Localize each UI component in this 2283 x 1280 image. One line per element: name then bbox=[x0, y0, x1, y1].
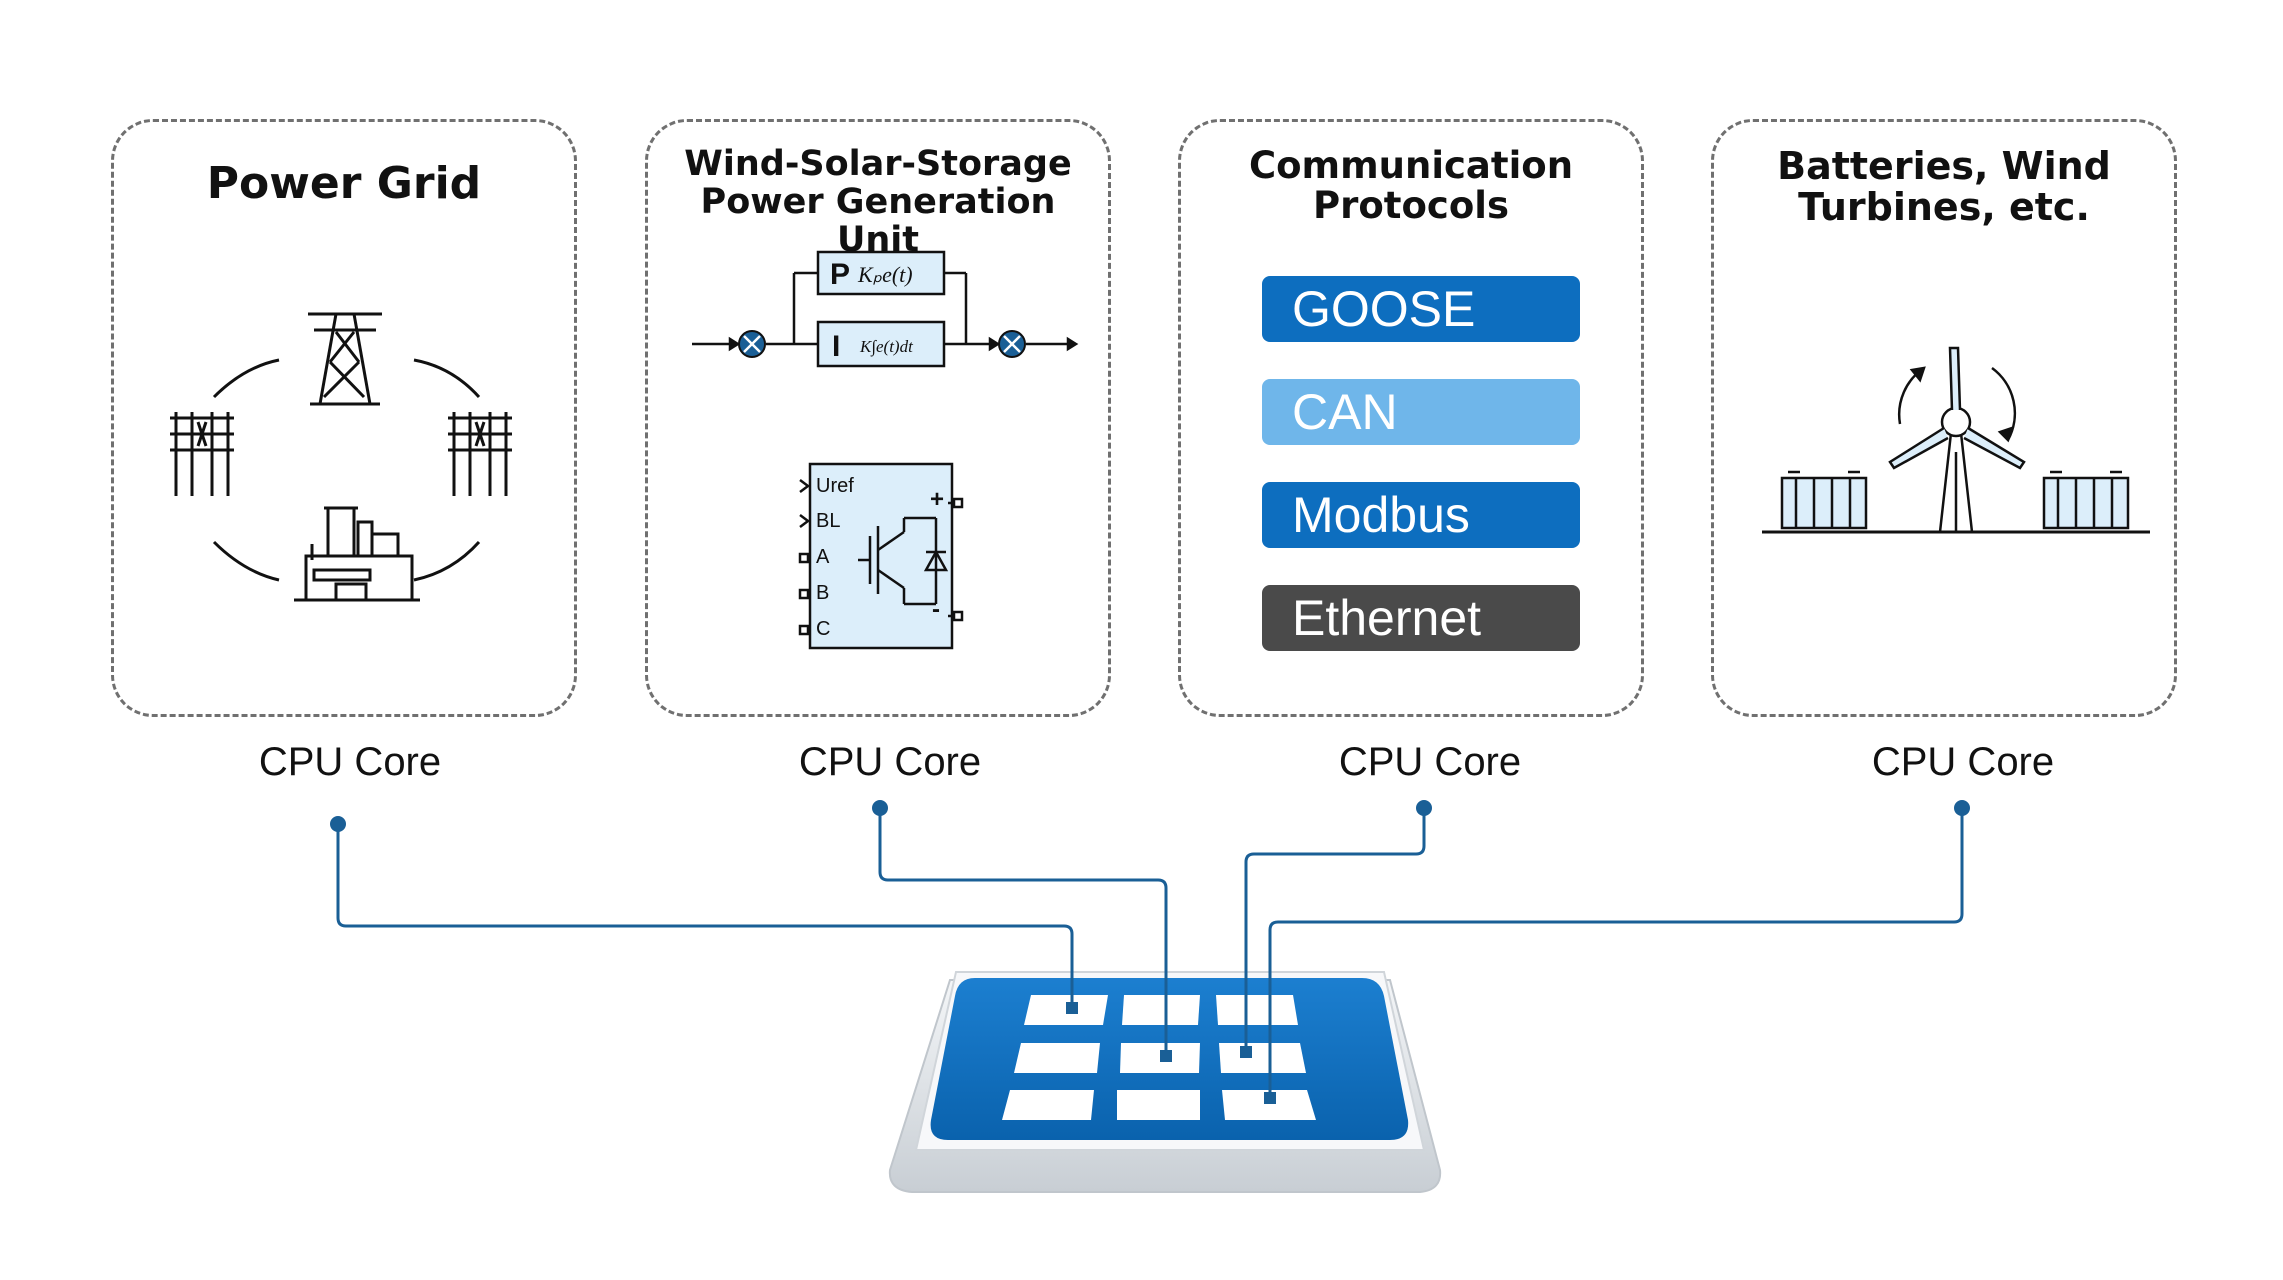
protocol-ethernet: Ethernet bbox=[1262, 585, 1580, 651]
cpu-core-label-4: CPU Core bbox=[1871, 740, 2055, 784]
p-block-expr: Kₚe(t) bbox=[857, 262, 913, 287]
wind-turbine-icon bbox=[1888, 346, 2026, 534]
igbt-transistor-icon bbox=[858, 516, 949, 606]
transmission-tower-icon bbox=[308, 312, 382, 406]
cpu-core-label-2: CPU Core bbox=[798, 740, 982, 784]
p-block bbox=[816, 250, 946, 296]
panel-generation-unit: Wind-Solar-Storage Power Generation Unit bbox=[645, 119, 1111, 717]
power-grid-diagram bbox=[170, 312, 512, 602]
panel-title-batteries-turbines: Batteries, Wind Turbines, etc. bbox=[1777, 144, 2111, 230]
i-block-label: I bbox=[832, 330, 840, 363]
port-uref: Uref bbox=[816, 475, 854, 497]
wire-1-start-dot bbox=[330, 816, 346, 832]
cpu-core-label-3: CPU Core bbox=[1338, 740, 1522, 784]
panel-title-power-grid: Power Grid bbox=[206, 158, 482, 209]
wind-battery-scene bbox=[1762, 346, 2150, 534]
panel-title-protocols: Communication Protocols bbox=[1248, 144, 1574, 227]
grid-loop-arcs bbox=[212, 358, 481, 582]
power-plant-icon bbox=[294, 506, 420, 602]
wire-1-end-dot bbox=[1066, 1002, 1078, 1014]
right-pylon-icon bbox=[448, 412, 512, 496]
port-minus: - bbox=[932, 596, 940, 623]
i-block-expr: K∫e(t)dt bbox=[859, 337, 914, 357]
protocol-goose: GOOSE bbox=[1262, 276, 1580, 342]
wire-4-start-dot bbox=[1954, 800, 1970, 816]
port-bl: BL bbox=[816, 510, 840, 532]
panel-batteries-turbines: Batteries, Wind Turbines, etc. bbox=[1711, 119, 2177, 717]
wire-2-end-dot bbox=[1160, 1050, 1172, 1062]
wire-3-start-dot bbox=[1416, 800, 1432, 816]
battery-right-icon bbox=[2042, 470, 2130, 530]
cpu-core-label-1: CPU Core bbox=[258, 740, 442, 784]
inverter-block-diagram: Uref BL A B C + - bbox=[798, 462, 964, 650]
output-junction-icon bbox=[998, 330, 1026, 358]
protocol-modbus: Modbus bbox=[1262, 482, 1580, 548]
wire-2-start-dot bbox=[872, 800, 888, 816]
wire-1 bbox=[336, 824, 1074, 1008]
wire-3 bbox=[1244, 808, 1426, 1052]
port-b: B bbox=[816, 582, 829, 604]
panel-power-grid: Power Grid bbox=[111, 119, 577, 717]
wire-4-end-dot bbox=[1264, 1092, 1276, 1104]
port-a: A bbox=[816, 546, 830, 568]
wire-4 bbox=[1268, 808, 1964, 1098]
pi-controller-diagram: P Kₚe(t) I K∫e(t)dt bbox=[692, 250, 1079, 368]
port-c: C bbox=[816, 618, 830, 640]
port-plus: + bbox=[930, 486, 944, 513]
wire-2 bbox=[878, 808, 1168, 1056]
panel-title-generation-unit: Wind-Solar-Storage Power Generation Unit bbox=[684, 144, 1072, 260]
battery-left-icon bbox=[1780, 470, 1868, 530]
summing-junction-icon bbox=[738, 330, 766, 358]
left-pylon-icon bbox=[170, 412, 234, 496]
panel-protocols: Communication Protocols GOOSE CAN Modbus… bbox=[1178, 119, 1644, 717]
i-block bbox=[816, 320, 946, 368]
p-block-label: P bbox=[830, 258, 850, 291]
protocol-can: CAN bbox=[1262, 379, 1580, 445]
wire-3-end-dot bbox=[1240, 1046, 1252, 1058]
